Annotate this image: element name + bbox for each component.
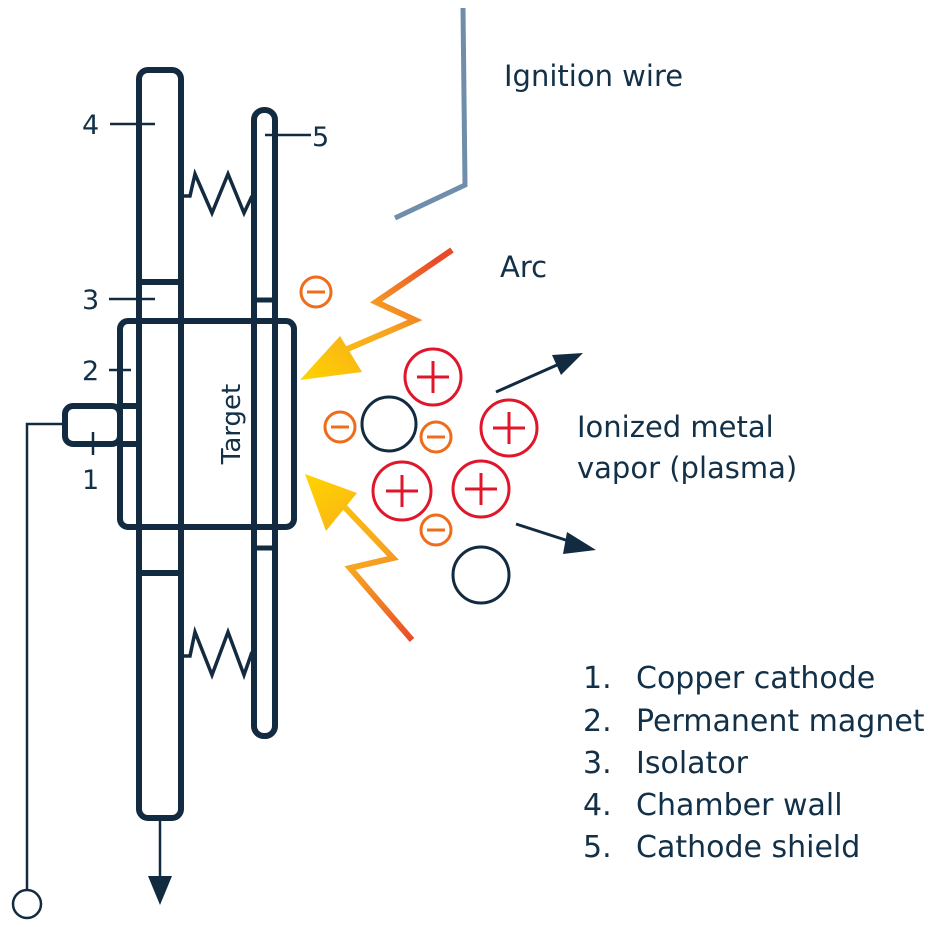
electrical-lead	[25, 422, 63, 890]
svg-text:Cathode shield: Cathode shield	[636, 830, 860, 865]
neutral-atom	[360, 395, 418, 453]
ignition-wire	[393, 7, 468, 221]
ignition-wire-label: Ignition wire	[504, 59, 683, 93]
motion-arrow-icon	[495, 353, 583, 394]
arc-bolt-top	[300, 247, 454, 380]
legend-item: 3. Isolator	[583, 746, 749, 781]
cathode-shield	[251, 107, 278, 739]
svg-text:Isolator: Isolator	[636, 746, 749, 781]
plasma-label-line2: vapor (plasma)	[577, 451, 797, 485]
callout-3: 3	[82, 285, 155, 316]
arc-bolt-bottom	[305, 474, 415, 642]
chamber-wall	[136, 67, 184, 821]
plasma-label-line1: Ionized metal	[577, 410, 774, 444]
callout-5: 5	[265, 122, 329, 153]
svg-text:4.: 4.	[583, 788, 612, 823]
svg-text:1.: 1.	[583, 661, 612, 696]
electron	[323, 410, 357, 444]
legend-item: 1. Copper cathode	[583, 661, 875, 696]
legend: 1. Copper cathode 2. Permanent magnet 3.…	[583, 661, 925, 865]
down-arrow-icon	[148, 876, 172, 905]
svg-text:Permanent magnet: Permanent magnet	[636, 704, 925, 739]
svg-text:5.: 5.	[583, 830, 612, 865]
callout-2: 2	[82, 356, 131, 387]
svg-text:2: 2	[82, 356, 99, 387]
svg-text:Copper cathode: Copper cathode	[636, 661, 875, 696]
target-label: Target	[217, 384, 247, 465]
legend-item: 4. Chamber wall	[583, 788, 843, 823]
target-block	[117, 318, 297, 530]
electron	[299, 275, 333, 309]
electron	[419, 513, 453, 547]
callout-1: 1	[82, 432, 99, 496]
svg-text:Chamber wall: Chamber wall	[636, 788, 843, 823]
svg-text:4: 4	[82, 110, 99, 141]
arc-label: Arc	[500, 250, 547, 284]
electron	[419, 420, 453, 454]
svg-text:3.: 3.	[583, 746, 612, 781]
spring-bottom	[183, 625, 254, 681]
legend-item: 5. Cathode shield	[583, 830, 860, 865]
spring-top	[183, 168, 254, 218]
svg-text:1: 1	[82, 465, 99, 496]
callout-4: 4	[82, 110, 155, 141]
svg-text:2.: 2.	[583, 704, 612, 739]
ion	[371, 460, 433, 522]
ion	[479, 398, 539, 458]
motion-arrow-icon	[515, 522, 596, 554]
neutral-atom	[451, 545, 511, 605]
svg-text:3: 3	[82, 285, 99, 316]
ion	[451, 459, 511, 519]
legend-item: 2. Permanent magnet	[583, 704, 925, 739]
svg-text:5: 5	[312, 122, 329, 153]
ion	[403, 347, 463, 407]
terminal-icon	[11, 888, 43, 920]
